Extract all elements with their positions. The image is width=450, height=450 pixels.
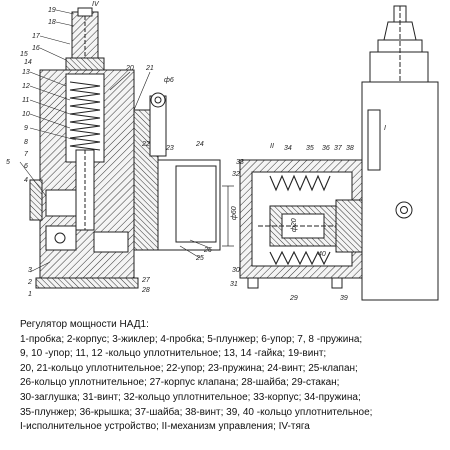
callout-10: 10 [22, 111, 30, 118]
callout-39: 39 [340, 295, 348, 302]
caption-line-1: 1-пробка; 2-корпус; 3-жиклер; 4-пробка; … [20, 333, 363, 345]
callout-29: 29 [289, 295, 298, 302]
callout-38: 38 [346, 145, 354, 152]
callout-40: 40 [318, 251, 326, 258]
callout-I: I [384, 125, 386, 132]
callout-28: 28 [141, 287, 150, 294]
callout-22: 22 [141, 141, 150, 148]
right-exterior-view [361, 5, 439, 301]
callout-2: 2 [27, 279, 32, 286]
callout-23: 23 [165, 145, 174, 152]
callout-35: 35 [306, 145, 314, 152]
callout-24: 24 [195, 141, 204, 148]
callout-19: 19 [48, 7, 56, 14]
callout-20: 20 [125, 65, 134, 72]
caption-line-2: 9, 10 -упор; 11, 12 -кольцо уплотнительн… [20, 348, 327, 360]
caption-line-4: 26-кольцо уплотнительное; 27-корпус клап… [20, 377, 340, 389]
callout-7: 7 [24, 151, 29, 158]
callout-36: 36 [322, 145, 330, 152]
left-section-view [29, 7, 234, 289]
callout-IV: IV [92, 1, 100, 8]
figure-caption: Регулятор мощности НАД1: 1-пробка; 2-кор… [20, 318, 445, 435]
callout-27: 27 [141, 277, 151, 284]
callout-37: 37 [334, 145, 343, 152]
caption-line-7: I-исполнительное устройство; II-механизм… [20, 421, 310, 433]
label-phi6: ф6 [164, 77, 174, 84]
callout-17: 17 [32, 33, 41, 40]
callout-12: 12 [22, 83, 30, 90]
callout-3: 3 [28, 267, 32, 274]
label-dim-20: ф20 [291, 218, 298, 232]
leader-lines [19, 9, 211, 273]
callout-14: 14 [24, 59, 32, 66]
callout-6: 6 [24, 163, 28, 170]
callout-32: 32 [232, 171, 240, 178]
caption-title: Регулятор мощности НАД1: [20, 319, 149, 330]
callout-25: 25 [195, 255, 204, 262]
callout-16: 16 [32, 45, 40, 52]
callout-26: 26 [203, 247, 212, 254]
callout-34: 34 [284, 145, 292, 152]
callout-33: 33 [236, 159, 244, 166]
caption-line-5: 30-заглушка; 31-винт; 32-кольцо уплотнит… [20, 391, 361, 403]
callout-11: 11 [22, 97, 29, 104]
label-dim-60: ф60 [231, 206, 238, 220]
callout-8: 8 [24, 139, 28, 146]
regulator-section-drawing: 19 18 17 16 15 14 13 12 11 10 9 8 7 6 5 … [6, 1, 439, 302]
middle-section-view [239, 159, 363, 289]
callout-labels: 19 18 17 16 15 14 13 12 11 10 9 8 7 6 5 … [6, 1, 386, 302]
callout-21: 21 [145, 65, 154, 72]
callout-13: 13 [22, 69, 30, 76]
caption-line-6: 35-плунжер; 36-крышка; 37-шайба; 38-винт… [20, 406, 373, 418]
callout-1: 1 [28, 291, 32, 298]
callout-5: 5 [6, 159, 10, 166]
callout-4: 4 [24, 177, 28, 184]
callout-II: II [270, 143, 274, 150]
caption-line-3: 20, 21-кольцо уплотнительное; 22-упор; 2… [20, 362, 358, 374]
callout-18: 18 [48, 19, 56, 26]
callout-30: 30 [232, 267, 240, 274]
callout-9: 9 [24, 125, 28, 132]
callout-15: 15 [20, 51, 28, 58]
callout-31: 31 [230, 281, 238, 288]
